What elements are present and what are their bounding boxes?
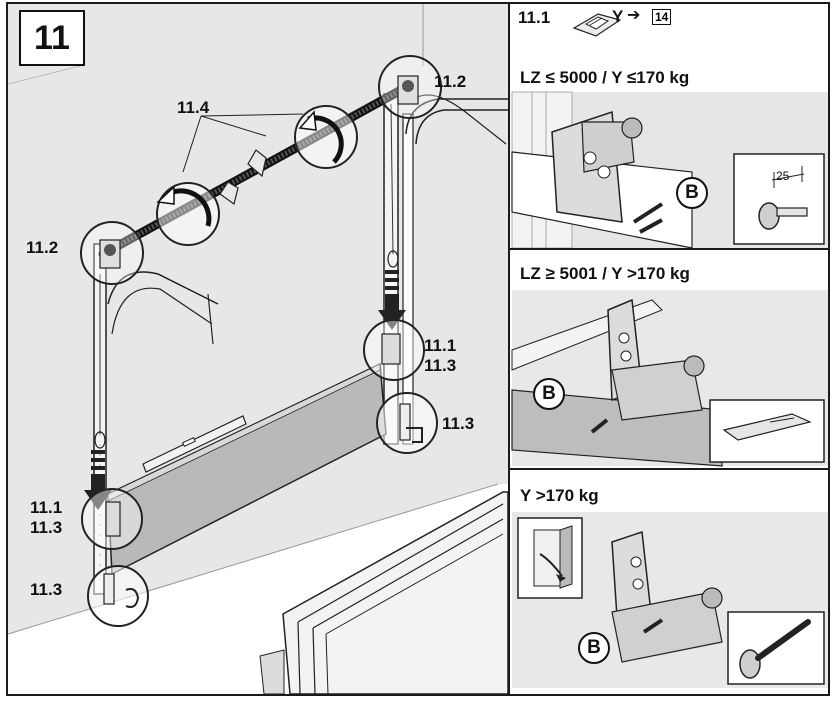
panel-divider-2 [510,468,830,470]
label-bottom-left: 11.3 [30,580,63,599]
panel3-illustration [512,512,828,688]
detail-circle-spring-left [156,182,220,246]
ceiling-line [8,65,81,85]
label-roller-right: 11.2 [434,72,467,91]
panel1-marker-b: B [676,177,708,209]
ref-step-label: 11.1 [518,8,551,27]
column-divider [508,2,510,696]
detail-circle-bracket-left [81,488,143,550]
panel1-dimension: 25 [776,169,790,183]
floor-line [8,483,499,635]
ref-arrow-icon: ➔ [627,7,641,24]
rope-right [390,103,394,255]
label-roller-left: 11.2 [26,238,59,257]
label-springs: 11.4 [177,98,210,117]
panel1-illustration [511,91,828,249]
right-curved-track-inner [415,109,508,145]
ref-target-box: 14 [652,8,672,26]
label-bracket-right-b: 11.3 [424,356,457,375]
lower-door-frame [259,491,508,694]
panel1-title: LZ ≤ 5000 / Y ≤170 kg [520,68,690,87]
left-curved-track [107,271,219,305]
panel3-marker-b: B [578,632,610,664]
detail-circle-spring-right [294,105,358,169]
detail-circle-bottom-right [376,392,438,454]
detail-circle-bracket-right [363,319,425,381]
panel2-title: LZ ≥ 5001 / Y >170 kg [520,264,690,283]
label-bracket-left-b: 11.3 [30,518,63,537]
label-bottom-right: 11.3 [442,414,475,433]
label-bracket-left-a: 11.1 [30,498,63,517]
panel-divider-1 [510,248,830,250]
template-icon [572,13,622,37]
garage-door-drawing [8,4,508,694]
right-vertical-rail [383,93,399,445]
arrow-down-left [84,450,112,510]
ref-target-number: 14 [652,9,672,25]
panel3-title: Y >170 kg [520,486,599,505]
ref-letter-y: Y [612,7,624,26]
detail-circle-bottom-left [87,565,149,627]
spirit-level [142,415,247,473]
panel2-illustration [511,290,828,467]
spring-center-bracket [247,149,267,178]
label-bracket-right-a: 11.1 [424,336,457,355]
main-illustration: 11 11.2 11.2 11.4 11.1 11.3 11.3 11.1 11… [8,4,508,694]
step-number: 11 [19,10,85,66]
panel2-marker-b: B [533,378,565,410]
